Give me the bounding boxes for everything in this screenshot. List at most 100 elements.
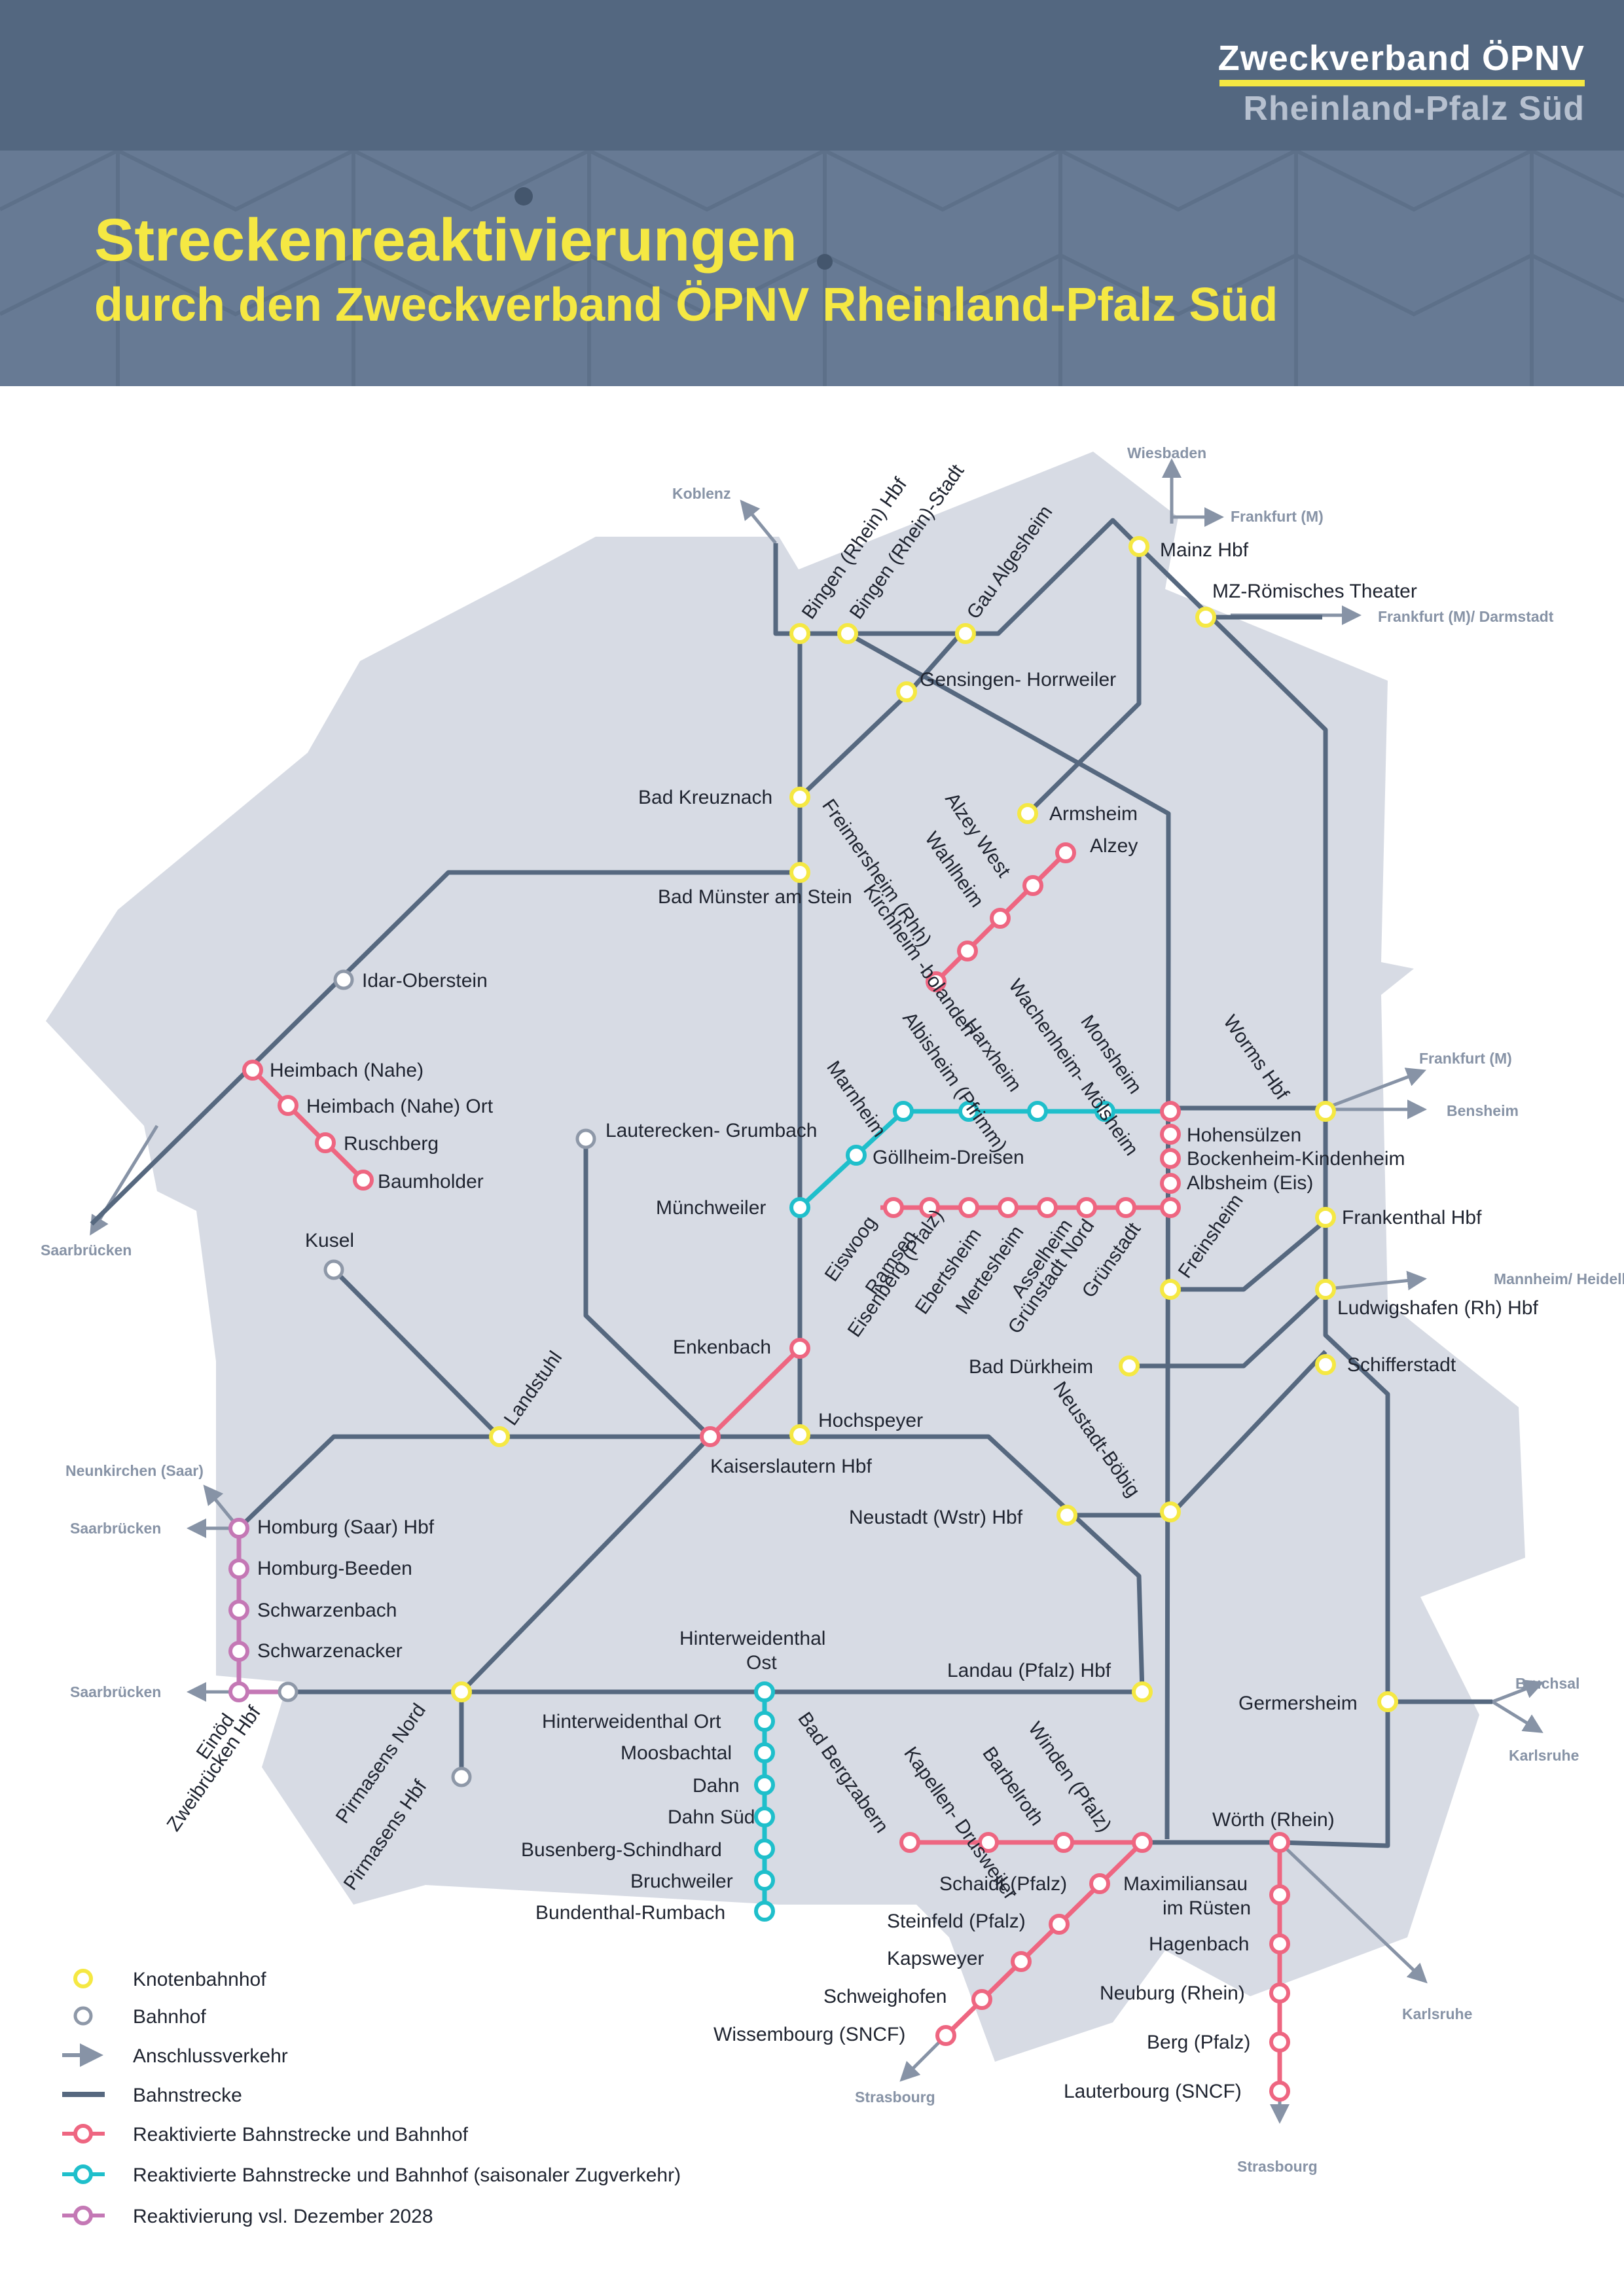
header-band xyxy=(0,0,1624,151)
label-hohensuelzen: Hohensülzen xyxy=(1187,1124,1301,1146)
legend-label-3: Anschlussverkehr xyxy=(133,2045,288,2067)
label-schweighofen: Schweighofen xyxy=(823,1986,947,2007)
label-kusel: Kusel xyxy=(305,1230,354,1251)
label-koblenz: Koblenz xyxy=(672,485,731,502)
legend-label-1: Knotenbahnhof xyxy=(133,1969,266,1990)
label-mz-theater: MZ-Römisches Theater xyxy=(1212,581,1417,602)
label-ludwigshafen: Ludwigshafen (Rh) Hbf xyxy=(1337,1297,1538,1319)
label-idar-oberstein: Idar-Oberstein xyxy=(362,970,488,992)
label-hochspeyer: Hochspeyer xyxy=(818,1410,923,1431)
label-homburg-beeden: Homburg-Beeden xyxy=(257,1558,412,1579)
label-lauterbourg: Lauterbourg (SNCF) xyxy=(1064,2081,1242,2102)
label-albsheim: Albsheim (Eis) xyxy=(1187,1172,1313,1194)
label-frankenthal: Frankenthal Hbf xyxy=(1342,1207,1482,1229)
label-saarbruecken: Saarbrücken xyxy=(41,1242,132,1259)
label-dahn-sued: Dahn Süd xyxy=(668,1806,755,1828)
label-heimbach-ort: Heimbach (Nahe) Ort xyxy=(306,1096,494,1117)
label-kaiserslautern: Kaiserslautern Hbf xyxy=(710,1456,872,1477)
label-bruchweiler: Bruchweiler xyxy=(630,1871,733,1892)
seasonal-stations xyxy=(754,1101,1115,1922)
label-armsheim: Armsheim xyxy=(1049,803,1138,825)
label-strasbourg: Strasbourg xyxy=(855,2089,935,2106)
legend-label-6: Reaktivierte Bahnstrecke und Bahnhof (sa… xyxy=(133,2164,681,2186)
label-schwarzenbach: Schwarzenbach xyxy=(257,1600,397,1621)
label-hagenbach: Hagenbach xyxy=(1149,1933,1249,1955)
label-baumholder: Baumholder xyxy=(378,1171,484,1193)
label-schifferstadt: Schifferstadt xyxy=(1347,1354,1456,1376)
label-bad-kreuznach: Bad Kreuznach xyxy=(638,787,772,808)
label-alzey: Alzey xyxy=(1090,835,1138,857)
label-karlsruhe-2: Karlsruhe xyxy=(1402,2005,1472,2022)
label-schwarzenacker: Schwarzenacker xyxy=(257,1640,403,1662)
label-berg: Berg (Pfalz) xyxy=(1147,2032,1250,2053)
planned-stations xyxy=(228,1518,249,1702)
legend-label-4: Bahnstrecke xyxy=(133,2085,242,2106)
label-strasbourg-2: Strasbourg xyxy=(1237,2158,1318,2175)
label-bruchsal: Bruchsal xyxy=(1515,1675,1579,1692)
label-moosbachtal: Moosbachtal xyxy=(621,1742,732,1764)
label-neunkirchen: Neunkirchen (Saar) xyxy=(65,1462,204,1479)
label-bockenheim: Bockenheim-Kindenheim xyxy=(1187,1148,1405,1170)
label-frankfurt-2: Frankfurt (M) xyxy=(1419,1050,1512,1067)
label-busenberg: Busenberg-Schindhard xyxy=(521,1839,722,1861)
label-gensingen: Gensingen- Horrweiler xyxy=(920,669,1116,691)
label-karlsruhe: Karlsruhe xyxy=(1509,1747,1579,1764)
planned-line-icon xyxy=(73,2206,93,2225)
logo-underline xyxy=(1219,80,1585,86)
label-woerth: Wörth (Rhein) xyxy=(1212,1809,1335,1831)
node-station-icon xyxy=(73,1969,93,1988)
label-bad-duerkheim: Bad Dürkheim xyxy=(969,1356,1093,1378)
label-germersheim: Germersheim xyxy=(1238,1693,1358,1714)
label-lauterecken: Lauterecken- Grumbach xyxy=(605,1120,818,1141)
logo-line2: Rheinland-Pfalz Süd xyxy=(1243,90,1585,128)
logo-line1: Zweckverband ÖPNV xyxy=(1218,39,1585,78)
page-subtitle: durch den Zweckverband ÖPNV Rheinland-Pf… xyxy=(94,279,1278,331)
label-neuburg: Neuburg (Rhein) xyxy=(1100,1982,1245,2004)
reactivated-stations xyxy=(242,842,1290,2102)
track-lines xyxy=(90,518,1492,1848)
rail-map: Koblenz Wiesbaden Frankfurt (M) Bingen (… xyxy=(41,444,1624,2227)
label-hinterweidenthal-ost-1: Hinterweidenthal xyxy=(679,1628,825,1649)
label-goellheim: Göllheim-Dreisen xyxy=(873,1147,1024,1168)
label-bensheim: Bensheim xyxy=(1447,1102,1519,1119)
label-heimbach: Heimbach (Nahe) xyxy=(270,1060,424,1081)
legend-label-5: Reaktivierte Bahnstrecke und Bahnhof xyxy=(133,2124,469,2145)
seasonal-line-icon xyxy=(73,2164,93,2184)
label-homburg-hbf: Homburg (Saar) Hbf xyxy=(257,1516,435,1538)
regular-stations xyxy=(278,969,596,1787)
station-icon xyxy=(73,2006,93,2026)
label-wiesbaden: Wiesbaden xyxy=(1127,444,1206,461)
page-title: Streckenreaktivierungen xyxy=(94,207,797,274)
label-landau: Landau (Pfalz) Hbf xyxy=(947,1660,1111,1681)
label-steinfeld: Steinfeld (Pfalz) xyxy=(887,1910,1026,1932)
label-bundenthal: Bundenthal-Rumbach xyxy=(535,1902,725,1924)
label-mannheim: Mannheim/ Heidelberg xyxy=(1494,1270,1624,1287)
label-frankfurt-darmstadt: Frankfurt (M)/ Darmstadt xyxy=(1378,608,1554,625)
label-schaidt: Schaidt (Pfalz) xyxy=(939,1873,1067,1895)
label-muenchweiler: Münchweiler xyxy=(656,1197,766,1219)
label-maximiliansau-2: im Rüsten xyxy=(1163,1897,1251,1919)
header-pattern xyxy=(0,148,1624,386)
label-enkenbach: Enkenbach xyxy=(673,1336,771,1358)
legend-label-2: Bahnhof xyxy=(133,2006,206,2028)
reactivated-line-icon xyxy=(73,2124,93,2144)
label-wissembourg: Wissembourg (SNCF) xyxy=(713,2024,905,2045)
label-maximiliansau-1: Maximiliansau xyxy=(1123,1873,1248,1895)
label-mainz: Mainz Hbf xyxy=(1160,539,1249,561)
label-kapsweyer: Kapsweyer xyxy=(887,1948,984,1969)
legend-label-7: Reaktivierung vsl. Dezember 2028 xyxy=(133,2206,433,2227)
label-saarbruecken-2: Saarbrücken xyxy=(70,1520,161,1537)
legend: Knotenbahnhof Bahnhof Anschlussverkehr B… xyxy=(62,1969,681,2227)
label-ruschberg: Ruschberg xyxy=(344,1133,439,1155)
label-saarbruecken-3: Saarbrücken xyxy=(70,1683,161,1700)
label-frankfurt: Frankfurt (M) xyxy=(1231,508,1324,525)
label-neustadt-hbf: Neustadt (Wstr) Hbf xyxy=(849,1507,1023,1528)
node-stations xyxy=(451,536,1398,1712)
region-area xyxy=(46,452,1525,2062)
label-bad-muenster: Bad Münster am Stein xyxy=(658,886,852,908)
header: Zweckverband ÖPNV Rheinland-Pfalz Süd St… xyxy=(0,0,1624,386)
label-hinterweidenthal-ost-2: Ost xyxy=(746,1652,777,1674)
label-dahn: Dahn xyxy=(693,1775,740,1797)
label-hinterweidenthal-ort: Hinterweidenthal Ort xyxy=(542,1711,721,1732)
